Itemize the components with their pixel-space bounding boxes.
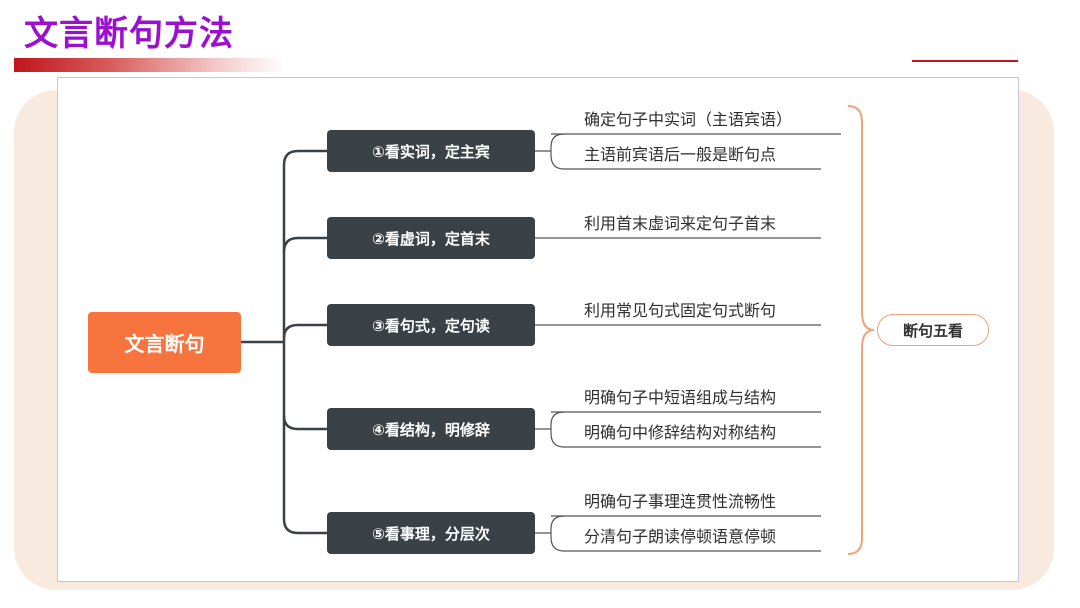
leaf-text-1a: 确定句子中实词（主语宾语） [584, 110, 793, 129]
leaf-text-4b: 明确句中修辞结构对称结构 [584, 423, 777, 442]
leaf-text-5b: 分清句子朗读停顿语意停顿 [584, 527, 777, 546]
root-node: 文言断句 [88, 312, 241, 373]
summary-node: 断句五看 [877, 314, 989, 346]
branch-node-5: ⑤看事理，分层次 [327, 512, 535, 554]
leaf-text-4a: 明确句子中短语组成与结构 [584, 388, 777, 407]
leaf-text-3a: 利用常见句式固定句式断句 [584, 301, 777, 320]
branch-connector-4 [282, 415, 327, 431]
branch-node-4: ④看结构，明修辞 [327, 408, 535, 450]
branch-connector-3 [282, 323, 327, 339]
leaf-connector-1 [535, 133, 565, 170]
branch-node-2: ②看虚词，定首末 [327, 217, 535, 259]
branch-node-1: ①看实词，定主宾 [327, 130, 535, 172]
leaf-text-5a: 明确句子事理连贯性流畅性 [584, 492, 777, 511]
leaf-text-1b: 主语前宾语后一般是断句点 [584, 145, 777, 164]
branch-node-3: ③看句式，定句读 [327, 304, 535, 346]
page-title: 文言断句方法 [24, 14, 234, 54]
leaf-text-2a: 利用首末虚词来定句子首末 [584, 214, 777, 233]
summary-brace [847, 105, 875, 555]
leaf-connector-5 [535, 515, 565, 552]
title-accent-bar [14, 58, 284, 72]
leaf-connector-4 [535, 411, 565, 448]
trunk-line [282, 149, 299, 535]
header-accent-line [912, 60, 1018, 62]
branch-connector-2 [282, 236, 327, 253]
